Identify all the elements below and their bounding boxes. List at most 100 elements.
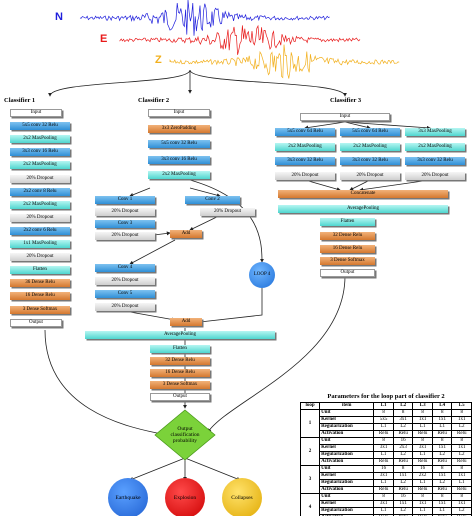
20-dropout-block: 20% Dropout — [275, 171, 335, 180]
value-cell: L1 — [373, 479, 394, 487]
table-header-cell: L4 — [431, 402, 453, 410]
value-cell: L2 — [392, 423, 414, 431]
2x2-maxpooling-block: 2x2 MaxPooling — [10, 200, 70, 209]
loop-number-cell: 4 — [299, 493, 321, 516]
value-cell: 3x1 — [392, 416, 414, 424]
loop-number-cell: 3 — [299, 465, 321, 494]
item-cell: Activation — [319, 486, 375, 494]
5x5-conv-64-relu-block: 5x5 conv 64 Relu — [275, 128, 335, 136]
value-cell: 8 — [451, 437, 472, 445]
value-cell: L1 — [431, 507, 453, 515]
value-cell: 8 — [412, 409, 433, 417]
value-cell: L1 — [431, 423, 453, 431]
value-cell: 1x1 — [451, 500, 472, 508]
5x5-conv-32-relu-block: 5x5 conv 32 Relu — [10, 122, 70, 131]
3x3-maxpooling-block: 3x3 MaxPooling — [405, 128, 465, 136]
value-cell: L2 — [451, 423, 472, 431]
input-block: Input — [148, 109, 210, 117]
value-cell: 2x2 — [412, 472, 433, 480]
value-cell: Relu — [431, 458, 453, 466]
decision-line: classification — [170, 432, 200, 438]
parameter-table: Parameters for the loop part of classifi… — [299, 393, 472, 516]
item-cell: Regularization — [319, 479, 375, 487]
value-cell: 3x1 — [373, 500, 394, 508]
value-cell: L1 — [412, 479, 433, 487]
decision-line: probability — [172, 438, 198, 444]
item-cell: Unit — [319, 437, 375, 445]
value-cell: 8 — [412, 437, 433, 445]
wave-label-z: Z — [155, 54, 162, 66]
2x2-maxpooling-block: 2x2 MaxPooling — [340, 142, 400, 151]
2x2-conv-6-relu-block: 2x2 conv 6 Relu — [10, 226, 70, 235]
add-block: Add — [170, 318, 202, 326]
earthquake-output: Earthquake — [108, 478, 148, 516]
loop-number-cell: 1 — [299, 409, 321, 438]
value-cell: Relu — [392, 486, 414, 494]
value-cell: 8 — [373, 437, 394, 445]
value-cell: Relu — [412, 486, 433, 494]
item-cell: Unit — [319, 409, 375, 417]
conv-3-block: Conv 3 — [95, 220, 155, 228]
2x2-maxpooling-block: 2x2 MaxPooling — [148, 171, 210, 179]
item-cell: Kernel — [319, 472, 375, 480]
output-block: Output — [10, 318, 62, 327]
input-block: Input — [10, 109, 62, 117]
20-dropout-block: 20% Dropout — [10, 213, 70, 222]
value-cell: L2 — [392, 479, 414, 487]
value-cell: L2 — [451, 507, 472, 515]
value-cell: 8 — [392, 409, 414, 417]
item-cell: Regularization — [319, 423, 375, 431]
value-cell: Relu — [392, 458, 414, 466]
value-cell: 3x1 — [412, 444, 433, 452]
value-cell: L2 — [392, 451, 414, 459]
table-header-cell: L3 — [412, 402, 433, 410]
dropout-block: 20% Dropout — [95, 232, 155, 240]
2x2-maxpooling-block: 2x2 MaxPooling — [405, 142, 465, 151]
classifier-3-input: Input — [300, 113, 390, 121]
value-cell: 1x1 — [431, 416, 453, 424]
value-cell: 8 — [431, 437, 453, 445]
value-cell: L1 — [412, 423, 433, 431]
value-cell: L1 — [451, 479, 472, 487]
conv-5-block: Conv 5 — [95, 290, 155, 298]
item-cell: Regularization — [319, 451, 375, 459]
value-cell: Relu — [392, 430, 414, 438]
value-cell: Relu — [431, 430, 453, 438]
waveform-z — [169, 44, 400, 79]
3-dense-softmax-block: 3 Dense Softmax — [150, 381, 210, 389]
value-cell: L2 — [431, 479, 453, 487]
20-dropout-block: 20% Dropout — [340, 171, 400, 180]
value-cell: 16 — [392, 437, 414, 445]
value-cell: 8 — [431, 409, 453, 417]
value-cell: L1 — [412, 451, 433, 459]
value-cell: 16 — [373, 465, 394, 473]
conv-2-block: Conv 2 — [185, 196, 240, 204]
wave-label-n: N — [55, 11, 63, 23]
20-dropout-block: 20% Dropout — [10, 174, 70, 183]
value-cell: 8 — [431, 465, 453, 473]
3x3-conv-16-relu-block: 3x3 conv 16 Relu — [10, 148, 70, 157]
item-cell: Kernel — [319, 416, 375, 424]
item-cell: Regularization — [319, 507, 375, 515]
conv-4-block: Conv 4 — [95, 264, 155, 272]
item-cell: Kernel — [319, 500, 375, 508]
concatenate-block: Concatenate — [278, 190, 448, 198]
table-header-cell: item — [319, 402, 375, 410]
dropout-block: 20% Dropout — [95, 277, 155, 285]
value-cell: Relu — [373, 486, 394, 494]
table-header-cell: L5 — [451, 402, 472, 410]
value-cell: 1x1 — [451, 444, 472, 452]
loop-number-cell: 2 — [299, 437, 321, 466]
16-dense-relu-block: 16 Dense Relu — [150, 369, 210, 377]
